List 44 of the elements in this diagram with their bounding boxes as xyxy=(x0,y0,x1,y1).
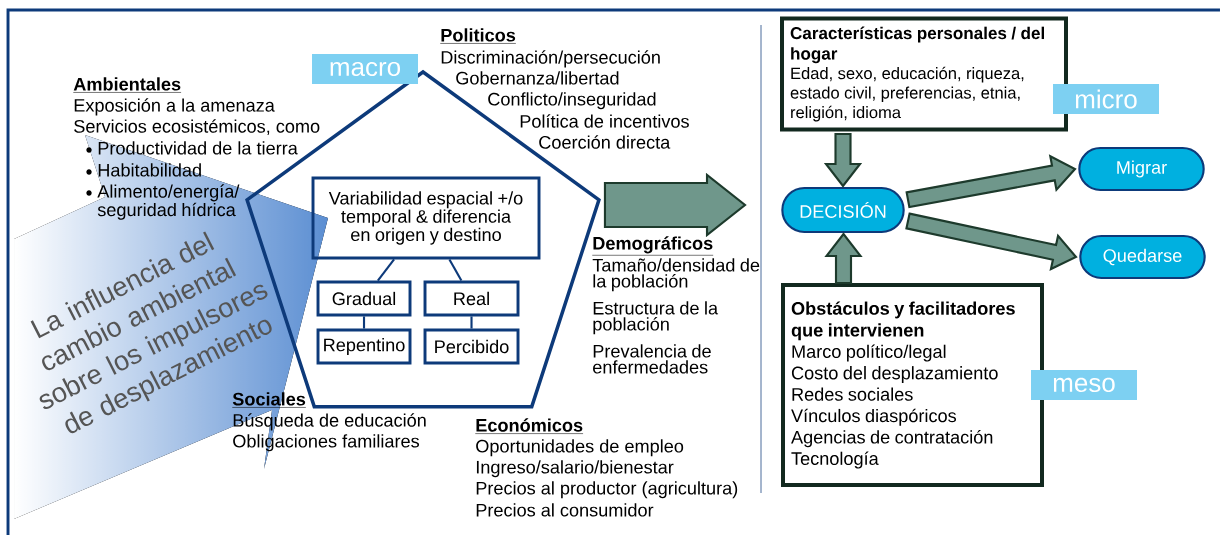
category-box: Percibido xyxy=(423,328,520,365)
block-arrow xyxy=(905,154,1077,209)
connector-line xyxy=(362,316,366,329)
factor-text: Coerción directa xyxy=(539,135,671,149)
category-box: Gradual xyxy=(316,280,412,317)
bullet-text: Habitabilidad xyxy=(98,163,201,177)
section-heading: Ambientales xyxy=(73,77,182,93)
block-arrow xyxy=(603,172,747,238)
section-heading: Demográficos xyxy=(592,236,714,256)
factor-text: Exposición a la amenaza xyxy=(74,98,275,116)
section-heading: Económicos xyxy=(475,418,584,434)
factor-text: Obligaciones familiares xyxy=(233,434,419,452)
factor-text: Ingreso/salario/bienestar xyxy=(476,460,674,478)
block-arrow xyxy=(823,132,863,188)
factor-text: Servicios ecosistémicos, como xyxy=(74,119,320,135)
category-box: Real xyxy=(423,280,520,317)
outcome-pill: DECISIÓN xyxy=(781,186,905,234)
factor-box: Obstáculos y facilitadores que intervienen Marco político/legal Costo del desplazamiento Redes sociales Vínculos diaspóricos Agencias de contratación Tecnología xyxy=(781,283,1044,487)
section-heading: Politicos xyxy=(440,28,517,44)
level-tag: meso xyxy=(1031,370,1137,400)
factor-text: Conflicto/inseguridad xyxy=(488,92,656,110)
bullet-text: Productividad de la tierra xyxy=(98,141,298,155)
level-tag: macro xyxy=(312,54,418,84)
outcome-pill: Quedarse xyxy=(1079,234,1206,280)
variability-box: Variabilidad espacial +/o temporal & diferencia en origen y destino xyxy=(311,176,541,260)
factor-text: Estructura de la población xyxy=(593,301,719,335)
bullet-text: Alimento/energía/ seguridad hídrica xyxy=(97,184,240,220)
factor-text: Prevalencia de enfermedades xyxy=(593,344,711,374)
factor-text: Política de incentivos xyxy=(520,114,689,128)
connector-line xyxy=(448,258,463,282)
block-arrow xyxy=(905,212,1078,271)
factor-box: Características personales / del hogar Edad, sexo, educación, riqueza, estado civil, preferencias, etnia, religión, idioma xyxy=(780,16,1068,132)
outcome-pill: Migrar xyxy=(1078,146,1205,192)
factor-text: Gobernanza/libertad xyxy=(456,71,619,85)
connector-line xyxy=(377,258,395,282)
factor-text: Precios al consumidor xyxy=(476,503,654,517)
factor-text: Oportunidades de empleo xyxy=(476,439,684,457)
connector-line xyxy=(470,316,473,329)
factor-text: Precios al productor (agricultura) xyxy=(476,481,738,499)
factor-text: Discriminación/persecución xyxy=(441,50,660,68)
block-arrow xyxy=(824,232,863,285)
level-tag: micro xyxy=(1053,84,1159,114)
factor-text: Tamaño/densidad de la población xyxy=(592,258,760,292)
category-box: Repentino xyxy=(316,328,412,365)
